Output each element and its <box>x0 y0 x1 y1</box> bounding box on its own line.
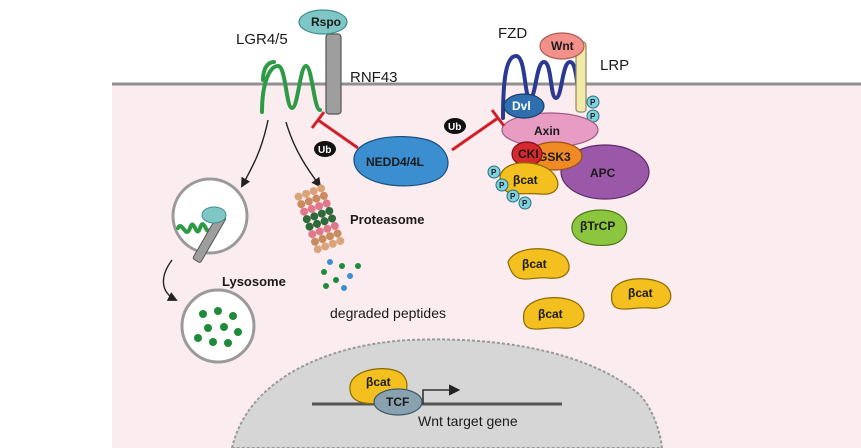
nucleus <box>230 338 664 448</box>
axin-label: Axin <box>534 124 560 138</box>
bcat-free-3 <box>610 278 672 310</box>
svg-text:P: P <box>491 168 497 177</box>
rnf43-inhibition-bar <box>310 111 326 129</box>
ub-badge-right: Ub <box>444 118 466 134</box>
endosome-lgr <box>176 222 212 234</box>
bcat-phospho-4: P <box>518 196 532 210</box>
dvl-inhibition-bar <box>490 109 506 127</box>
lysosome-label: Lysosome <box>222 274 286 289</box>
endosome-rspo <box>201 206 227 224</box>
lgr-to-endosome-arrow <box>241 119 269 188</box>
lrp-phospho-1: P <box>586 95 600 109</box>
bcat-free-2 <box>522 297 585 330</box>
bcat-phospho-2: P <box>495 178 509 192</box>
tcf-label: TCF <box>386 395 409 409</box>
svg-text:Ub: Ub <box>448 122 461 133</box>
svg-text:P: P <box>499 181 505 190</box>
rnf43-receptor <box>325 33 342 115</box>
target-gene-label: Wnt target gene <box>418 413 518 429</box>
svg-text:P: P <box>510 192 516 201</box>
degraded-peptides-label: degraded peptides <box>330 305 446 321</box>
lrp-label: LRP <box>600 57 629 74</box>
transcription-arrow <box>422 384 461 404</box>
fzd-label: FZD <box>498 25 527 42</box>
lgr-label: LGR4/5 <box>236 31 288 48</box>
dvl-protein <box>503 93 545 119</box>
svg-text:Ub: Ub <box>318 145 331 156</box>
proteasome-label: Proteasome <box>350 212 424 227</box>
ub-badge-left: Ub <box>314 141 336 157</box>
wnt-ligand <box>539 32 585 60</box>
lrp-phospho-2: P <box>586 109 600 123</box>
btrcp-label: βTrCP <box>580 219 615 233</box>
gsk3-label: GSK3 <box>538 150 571 164</box>
rnf43-label: RNF43 <box>350 69 398 86</box>
tcf-protein <box>373 388 423 416</box>
degraded-peptides <box>321 259 361 291</box>
svg-text:P: P <box>590 98 596 107</box>
cki-label: CKI <box>518 147 539 161</box>
endosome-to-lysosome-arrow <box>162 259 178 301</box>
rspo-ligand <box>298 9 348 35</box>
lgr-to-proteasome-arrow <box>285 121 322 188</box>
bcat-phospho-1: P <box>487 165 501 179</box>
bcat-free-3-label: βcat <box>628 286 653 300</box>
bcat-free-2-label: βcat <box>538 307 563 321</box>
lysosome <box>180 288 256 364</box>
apc-label: APC <box>590 166 616 180</box>
nedd-to-dvl-inhibition <box>451 116 499 152</box>
nedd4-protein <box>353 135 449 187</box>
rspo-label: Rspo <box>311 15 341 29</box>
apc-protein <box>560 144 650 200</box>
lysosome-contents <box>194 307 242 347</box>
proteasome <box>294 184 345 254</box>
btrcp-protein <box>571 209 628 247</box>
nedd-to-rnf43-inhibition <box>317 118 359 150</box>
fzd-receptor <box>501 53 584 120</box>
svg-text:P: P <box>522 199 528 208</box>
bcat-free-1-label: βcat <box>522 257 547 271</box>
wnt-label: Wnt <box>551 39 574 53</box>
bcat-complex-label: βcat <box>513 173 538 187</box>
dvl-label: Dvl <box>512 99 531 113</box>
svg-text:P: P <box>590 112 596 121</box>
bcat-phospho-3: P <box>506 189 520 203</box>
bcat-nuclear-label: βcat <box>366 375 391 389</box>
lgr-receptor <box>260 60 322 114</box>
bcat-free-1 <box>507 248 570 280</box>
nedd4-label: NEDD4/4L <box>366 155 424 169</box>
